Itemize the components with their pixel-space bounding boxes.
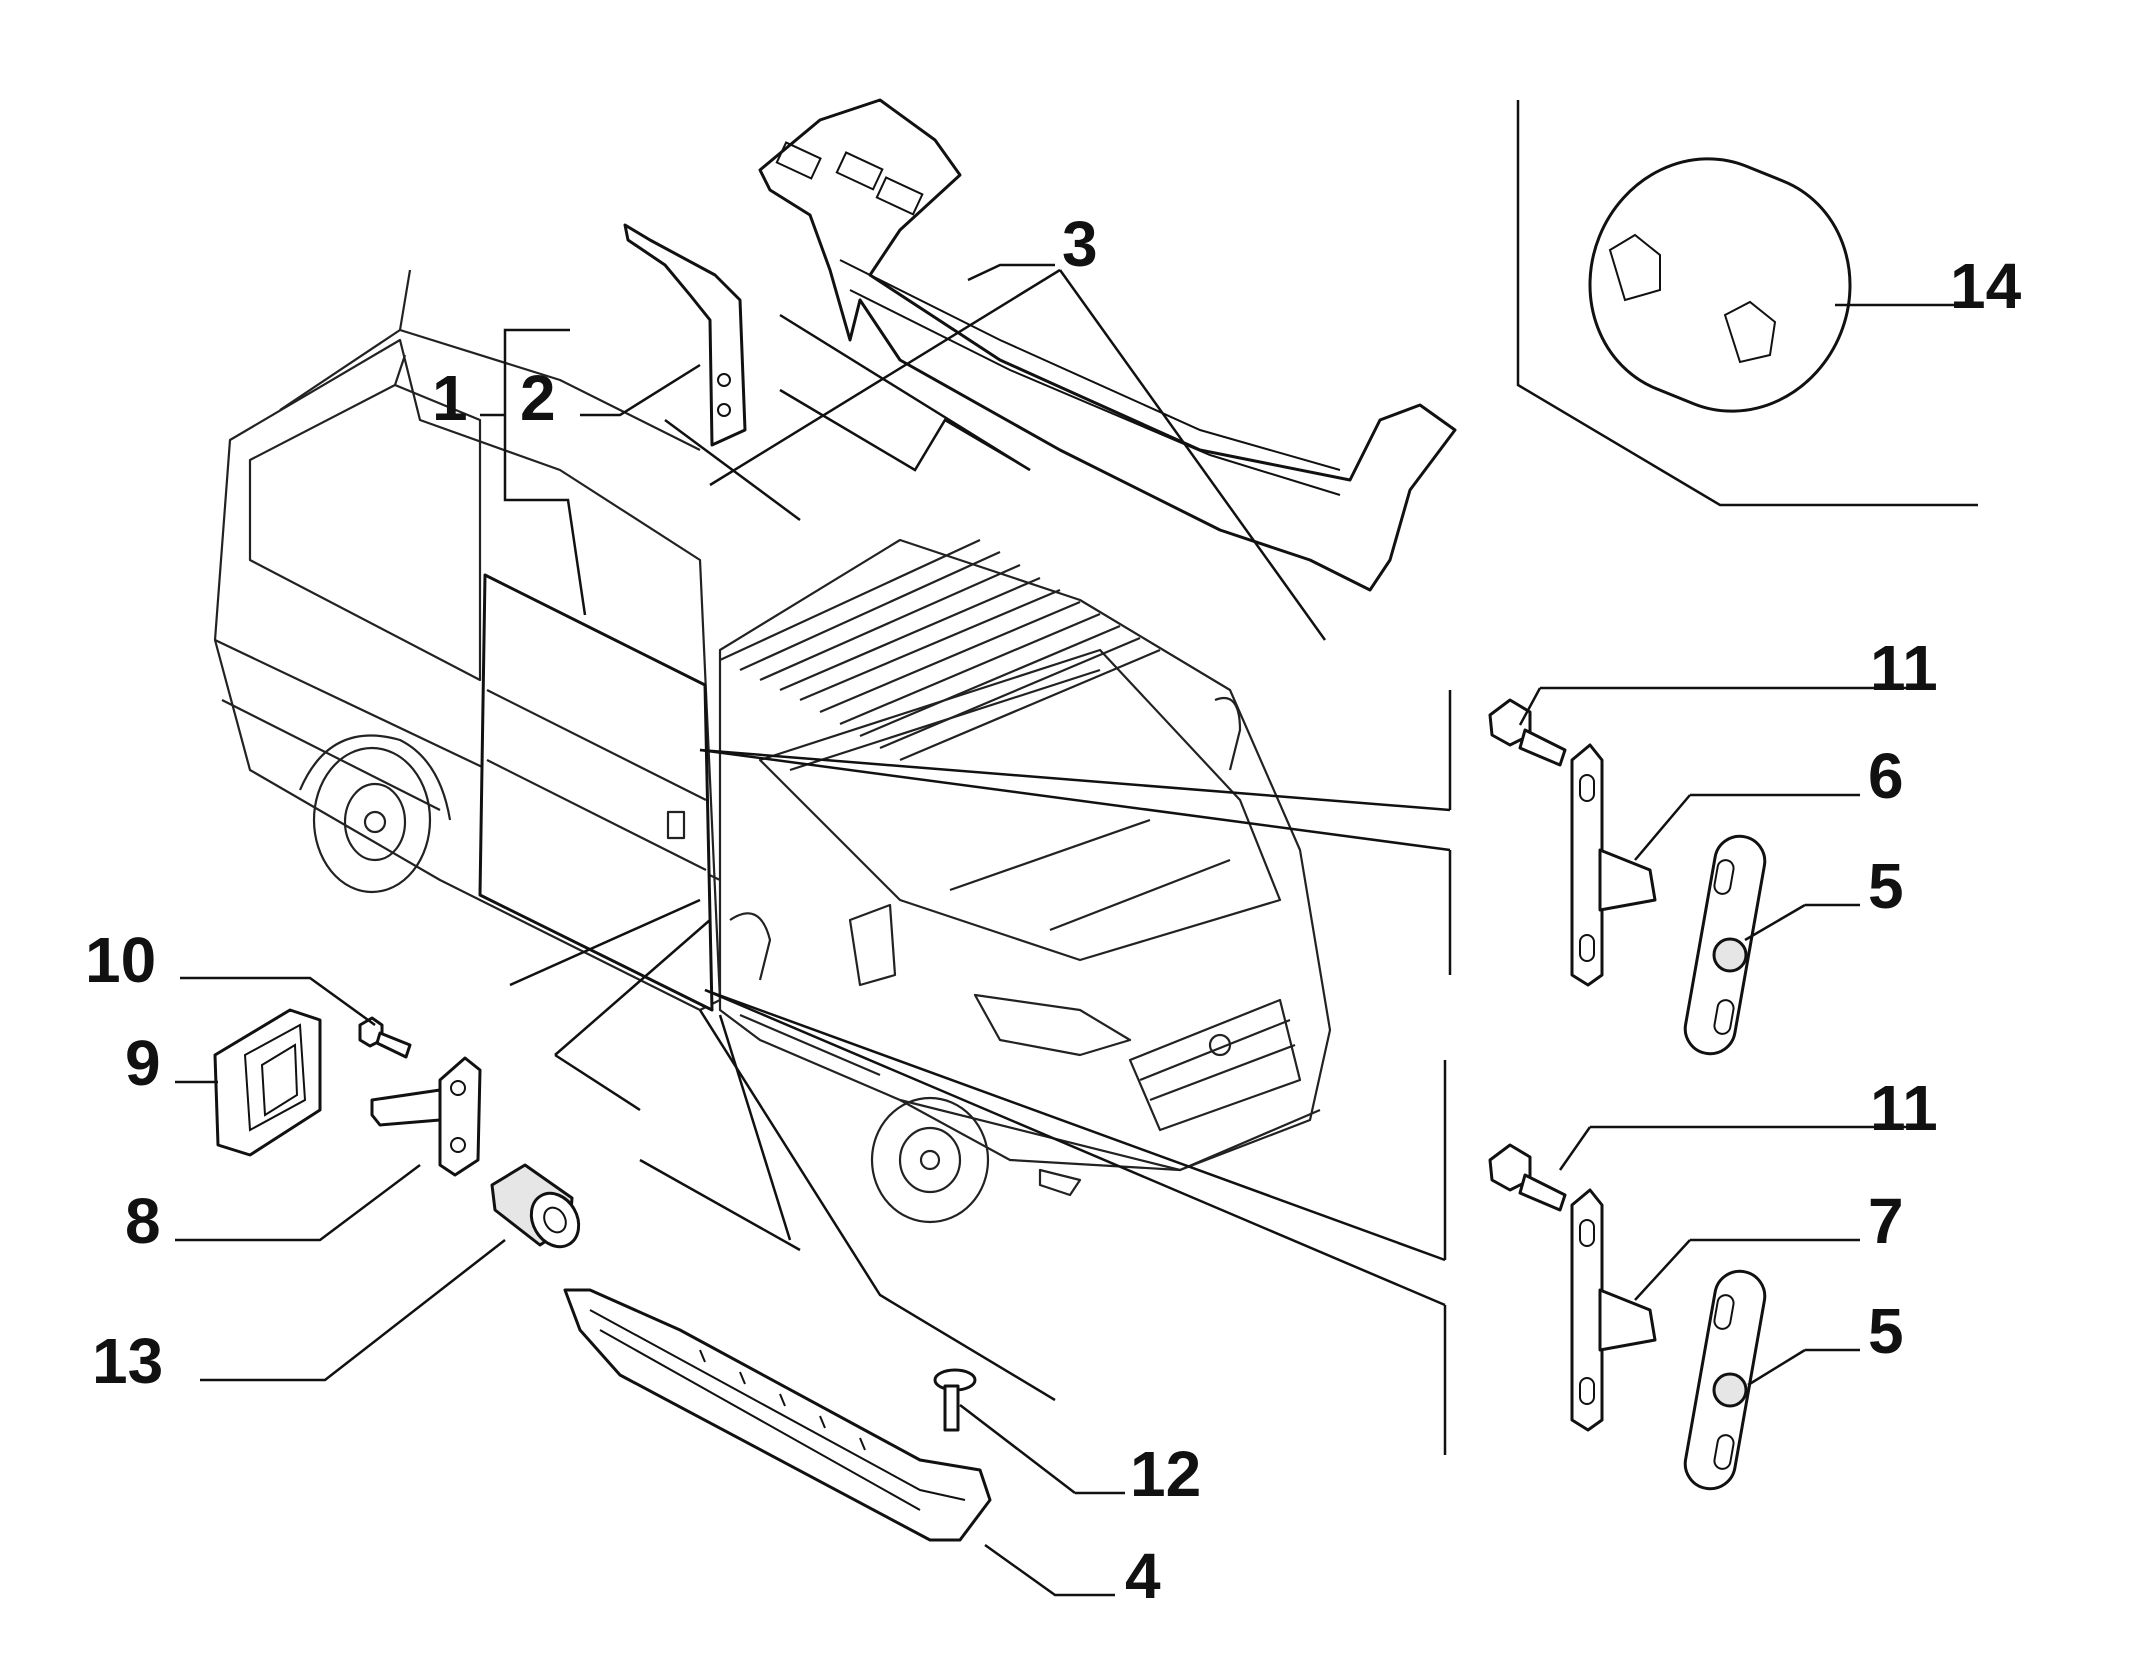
callout-13: 13 (92, 1325, 163, 1397)
callout-7: 7 (1868, 1185, 1904, 1257)
sliding-door-panel (478, 573, 714, 1012)
van-illustration (213, 269, 1332, 1224)
callout-1: 1 (432, 362, 468, 434)
oval-cap (1588, 157, 1852, 413)
callout-10: 10 (85, 924, 156, 996)
pillar-bracket (623, 223, 747, 447)
callout-12: 12 (1130, 1438, 1201, 1510)
leader-lines (175, 263, 1970, 1597)
catch-plate-upper (1683, 834, 1767, 1056)
callout-8: 8 (125, 1185, 161, 1257)
callout-2: 2 (520, 362, 556, 434)
callout-5b: 5 (1868, 1295, 1904, 1367)
bolt-lower (1488, 1143, 1567, 1212)
callout-3: 3 (1062, 208, 1098, 280)
screw-small (358, 1016, 412, 1059)
callout-9: 9 (125, 1027, 161, 1099)
callout-11a: 11 (1870, 632, 1938, 704)
screw-sill (933, 1368, 977, 1432)
callout-11b: 11 (1870, 1072, 1938, 1144)
bolt-upper (1488, 698, 1567, 767)
callout-14: 14 (1950, 250, 2022, 322)
callout-6: 6 (1868, 740, 1904, 812)
hinge-bracket (370, 1056, 482, 1177)
door-sill (563, 1288, 992, 1542)
striker-plate-lower (1570, 1188, 1657, 1432)
callout-labels: 1 2 3 4 5 5 6 7 8 9 10 11 11 12 13 14 (85, 208, 2022, 1612)
callout-5a: 5 (1868, 850, 1904, 922)
cross-member (758, 98, 1457, 592)
bushing (490, 1163, 581, 1249)
striker-plate-upper (1570, 743, 1657, 987)
callout-4: 4 (1125, 1540, 1161, 1612)
guide-block (213, 1008, 322, 1157)
